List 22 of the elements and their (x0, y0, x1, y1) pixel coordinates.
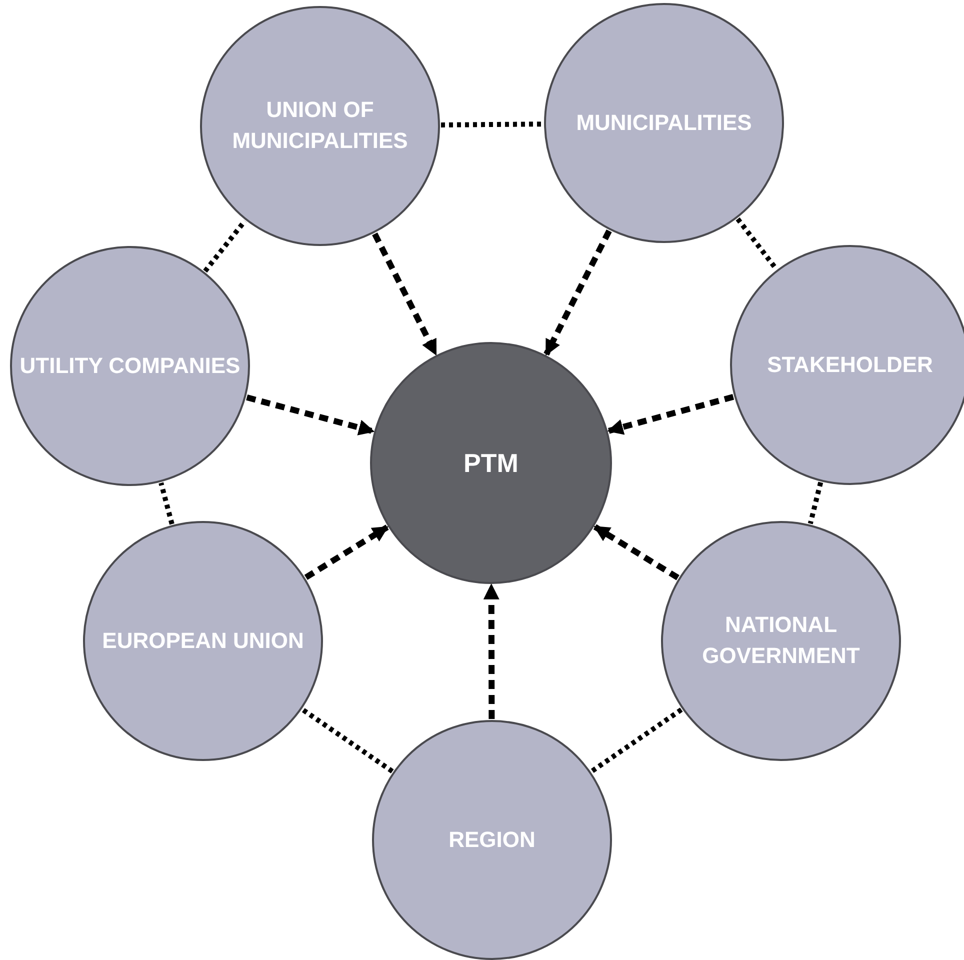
dotted-line (203, 219, 247, 273)
node-label: NATIONAL GOVERNMENT (701, 611, 861, 670)
dashed-arrow (483, 583, 500, 720)
dotted-line (440, 122, 544, 128)
node-label: REGION (448, 826, 536, 854)
dashed-arrow (607, 394, 734, 435)
node-label: PTM (462, 446, 520, 480)
node-label: UTILITY COMPANIES (18, 352, 242, 380)
dotted-line (590, 708, 683, 774)
node-label: MUNICIPALITIES (575, 108, 753, 137)
dashed-arrow (246, 394, 375, 436)
dashed-arrow (304, 524, 389, 580)
dotted-line (158, 482, 174, 525)
dashed-arrow (593, 524, 680, 580)
dashed-arrow (372, 232, 438, 356)
node-label: EUROPEAN UNION (101, 626, 305, 655)
dotted-line (301, 708, 394, 774)
dotted-line (736, 217, 778, 271)
node-label: UNION OF MUNICIPALITIES (231, 96, 409, 155)
node-label: STAKEHOLDER (766, 350, 934, 379)
dashed-arrow (544, 229, 612, 356)
dotted-line (808, 482, 824, 524)
